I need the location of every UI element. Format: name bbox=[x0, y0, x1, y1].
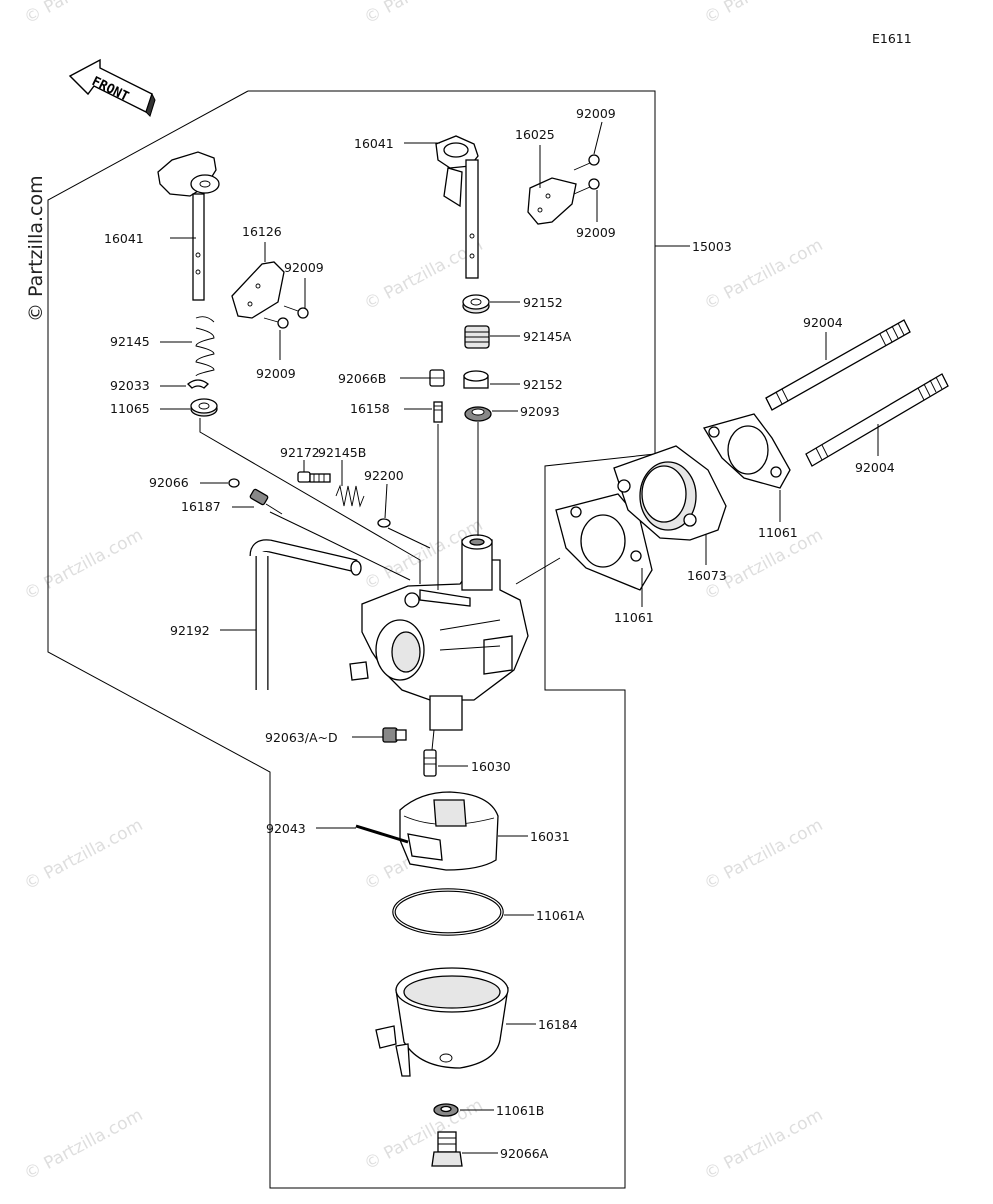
label-92145: 92145 bbox=[110, 334, 150, 349]
oring-92066-drawing bbox=[228, 478, 240, 488]
washer-92152-top-drawing bbox=[462, 294, 490, 314]
label-16025: 16025 bbox=[515, 127, 555, 142]
stud-92004-bottom-drawing bbox=[805, 373, 949, 467]
screw-92009-right-top bbox=[573, 154, 600, 171]
left-shaft-16041-drawing bbox=[157, 151, 220, 301]
clip-92033-drawing bbox=[187, 379, 209, 389]
assembly-boundary bbox=[47, 90, 656, 1189]
label-92145B: 92145B bbox=[318, 445, 366, 460]
label-92192: 92192 bbox=[170, 623, 210, 638]
bowl-16184-drawing bbox=[375, 967, 509, 1077]
plate-16025-drawing bbox=[527, 177, 577, 225]
seal-92093-drawing bbox=[464, 406, 492, 422]
label-92009-right-bottom: 92009 bbox=[576, 225, 616, 240]
label-16030: 16030 bbox=[471, 759, 511, 774]
label-11061B: 11061B bbox=[496, 1103, 544, 1118]
float-16031-drawing bbox=[399, 791, 499, 871]
watermark: © Partzilla.com bbox=[701, 815, 826, 894]
label-92152-top: 92152 bbox=[523, 295, 563, 310]
label-92066: 92066 bbox=[149, 475, 189, 490]
label-16126: 16126 bbox=[242, 224, 282, 239]
oring-11061A-drawing bbox=[392, 888, 504, 936]
oring-92200-drawing bbox=[377, 518, 391, 528]
spring-92145-drawing bbox=[195, 316, 215, 377]
label-92066B: 92066B bbox=[338, 371, 386, 386]
gasket-11061-left-drawing bbox=[555, 493, 653, 591]
watermark: © Partzilla.com bbox=[21, 815, 146, 894]
partzilla-corner-watermark: © Partzilla.com bbox=[25, 175, 47, 322]
leader-lines bbox=[160, 121, 879, 1154]
label-16041-right: 16041 bbox=[354, 136, 394, 151]
washer-92152-bottom-drawing bbox=[463, 370, 489, 389]
watermark: © Partzilla.com bbox=[361, 1095, 486, 1174]
label-92063: 92063/A~D bbox=[265, 730, 338, 745]
pin-16158-drawing bbox=[433, 401, 443, 423]
label-92172: 92172 bbox=[280, 445, 320, 460]
label-92093: 92093 bbox=[520, 404, 560, 419]
right-shaft-16041-drawing bbox=[435, 135, 479, 279]
screw-16187-drawing bbox=[249, 488, 283, 515]
spring-92145B-drawing bbox=[335, 484, 365, 508]
watermark: © Partzilla.com bbox=[701, 1105, 826, 1184]
label-16041-left: 16041 bbox=[104, 231, 144, 246]
label-92009-right-top: 92009 bbox=[576, 106, 616, 121]
carburetor-body-drawing bbox=[349, 534, 529, 731]
watermark: © Partzilla.com bbox=[701, 0, 826, 28]
watermark: © Partzilla.com bbox=[361, 0, 486, 28]
seal-11065-drawing bbox=[190, 398, 218, 417]
screw-92009-left-top bbox=[283, 305, 309, 319]
gasket-11061-right-drawing bbox=[703, 413, 791, 489]
tube-92192-drawing bbox=[249, 539, 362, 690]
label-92152-bottom: 92152 bbox=[523, 377, 563, 392]
bolt-92063-drawing bbox=[382, 727, 407, 743]
diagram-code: E1611 bbox=[872, 31, 912, 46]
bolt-92066A-drawing bbox=[431, 1131, 463, 1167]
label-92200: 92200 bbox=[364, 468, 404, 483]
spacer-16073-drawing bbox=[613, 445, 727, 541]
label-15003: 15003 bbox=[692, 239, 732, 254]
label-92004-top: 92004 bbox=[803, 315, 843, 330]
label-92004-bottom: 92004 bbox=[855, 460, 895, 475]
label-11061A: 11061A bbox=[536, 908, 585, 923]
washer-11061B-drawing bbox=[433, 1103, 459, 1117]
label-92009-left-bottom: 92009 bbox=[256, 366, 296, 381]
label-16184: 16184 bbox=[538, 1017, 578, 1032]
pin-92043-drawing bbox=[355, 824, 409, 844]
stud-92004-top-drawing bbox=[765, 319, 911, 411]
label-16073: 16073 bbox=[687, 568, 727, 583]
label-92145A: 92145A bbox=[523, 329, 572, 344]
part-labels: 15003 16041 16126 92009 92009 92145 9203… bbox=[104, 106, 895, 1161]
label-16031: 16031 bbox=[530, 829, 570, 844]
bolt-92066B-drawing bbox=[429, 369, 445, 387]
watermark: © Partzilla.com bbox=[21, 1105, 146, 1184]
front-arrow-icon: FRONT bbox=[68, 58, 156, 117]
screw-92009-left-bottom bbox=[263, 317, 289, 329]
screw-92172-drawing bbox=[297, 471, 331, 483]
label-11065: 11065 bbox=[110, 401, 150, 416]
label-16187: 16187 bbox=[181, 499, 221, 514]
label-92043: 92043 bbox=[266, 821, 306, 836]
plate-16126-drawing bbox=[231, 261, 285, 319]
spring-92145A-drawing bbox=[464, 325, 490, 349]
watermark: © Partzilla.com bbox=[21, 525, 146, 604]
label-92066A: 92066A bbox=[500, 1146, 549, 1161]
watermark: © Partzilla.com bbox=[21, 0, 146, 28]
label-92009-left-top: 92009 bbox=[284, 260, 324, 275]
label-11061-left: 11061 bbox=[614, 610, 654, 625]
label-92033: 92033 bbox=[110, 378, 150, 393]
jet-16030-drawing bbox=[423, 749, 437, 777]
screw-92009-right-bottom bbox=[573, 178, 600, 195]
label-16158: 16158 bbox=[350, 401, 390, 416]
label-11061-right: 11061 bbox=[758, 525, 798, 540]
